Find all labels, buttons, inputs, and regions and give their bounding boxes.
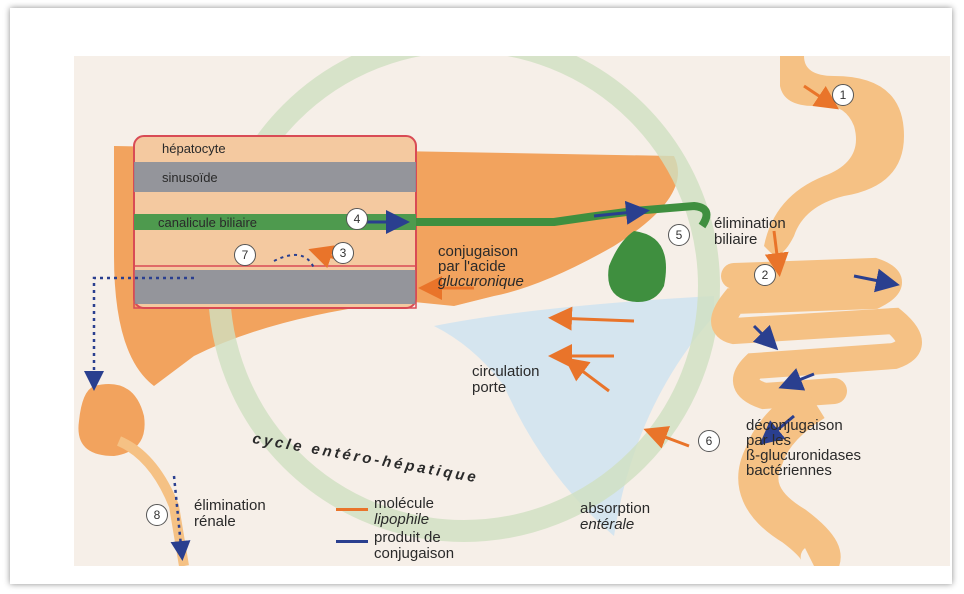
- legend-lipophile-arrow: [336, 508, 368, 511]
- step-2-badge: 2: [754, 264, 776, 286]
- step-3-badge: 3: [332, 242, 354, 264]
- label-renale-1: élimination: [194, 498, 266, 514]
- label-absorption-1: absorption: [580, 501, 650, 517]
- small-intestine: [724, 271, 909, 396]
- step-8-badge: 8: [146, 504, 168, 526]
- legend-molecule-1: molécule: [374, 496, 434, 512]
- legend-produit-1: produit de: [374, 530, 441, 546]
- label-sinusoide: sinusoïde: [162, 170, 218, 185]
- step-7-badge: 7: [234, 244, 256, 266]
- diagram-drawing: [74, 56, 950, 566]
- label-absorption-2: entérale: [580, 517, 634, 533]
- step-4-badge: 4: [346, 208, 368, 230]
- ureter: [119, 441, 184, 566]
- label-conjugaison-3: glucuronique: [438, 274, 524, 290]
- label-canalicule: canalicule biliaire: [158, 215, 257, 230]
- label-hepatocyte: hépatocyte: [162, 141, 226, 156]
- label-circulation-2: porte: [472, 380, 506, 396]
- enterohepatic-diagram: hépatocyte sinusoïde canalicule biliaire…: [74, 56, 950, 566]
- step-6-badge: 6: [698, 430, 720, 452]
- legend-produit-2: conjugaison: [374, 546, 454, 562]
- sinusoid-band-2: [134, 270, 416, 304]
- label-renale-2: rénale: [194, 514, 236, 530]
- legend-conjugate-arrow: [336, 540, 368, 543]
- figure-frame: hépatocyte sinusoïde canalicule biliaire…: [10, 8, 952, 584]
- step-5-badge: 5: [668, 224, 690, 246]
- label-elim-biliaire-1: élimination: [714, 216, 786, 232]
- step-1-badge: 1: [832, 84, 854, 106]
- label-deconj-4: bactériennes: [746, 463, 832, 479]
- label-circulation-1: circulation: [472, 364, 540, 380]
- label-elim-biliaire-2: biliaire: [714, 232, 757, 248]
- legend-molecule-2: lipophile: [374, 512, 429, 528]
